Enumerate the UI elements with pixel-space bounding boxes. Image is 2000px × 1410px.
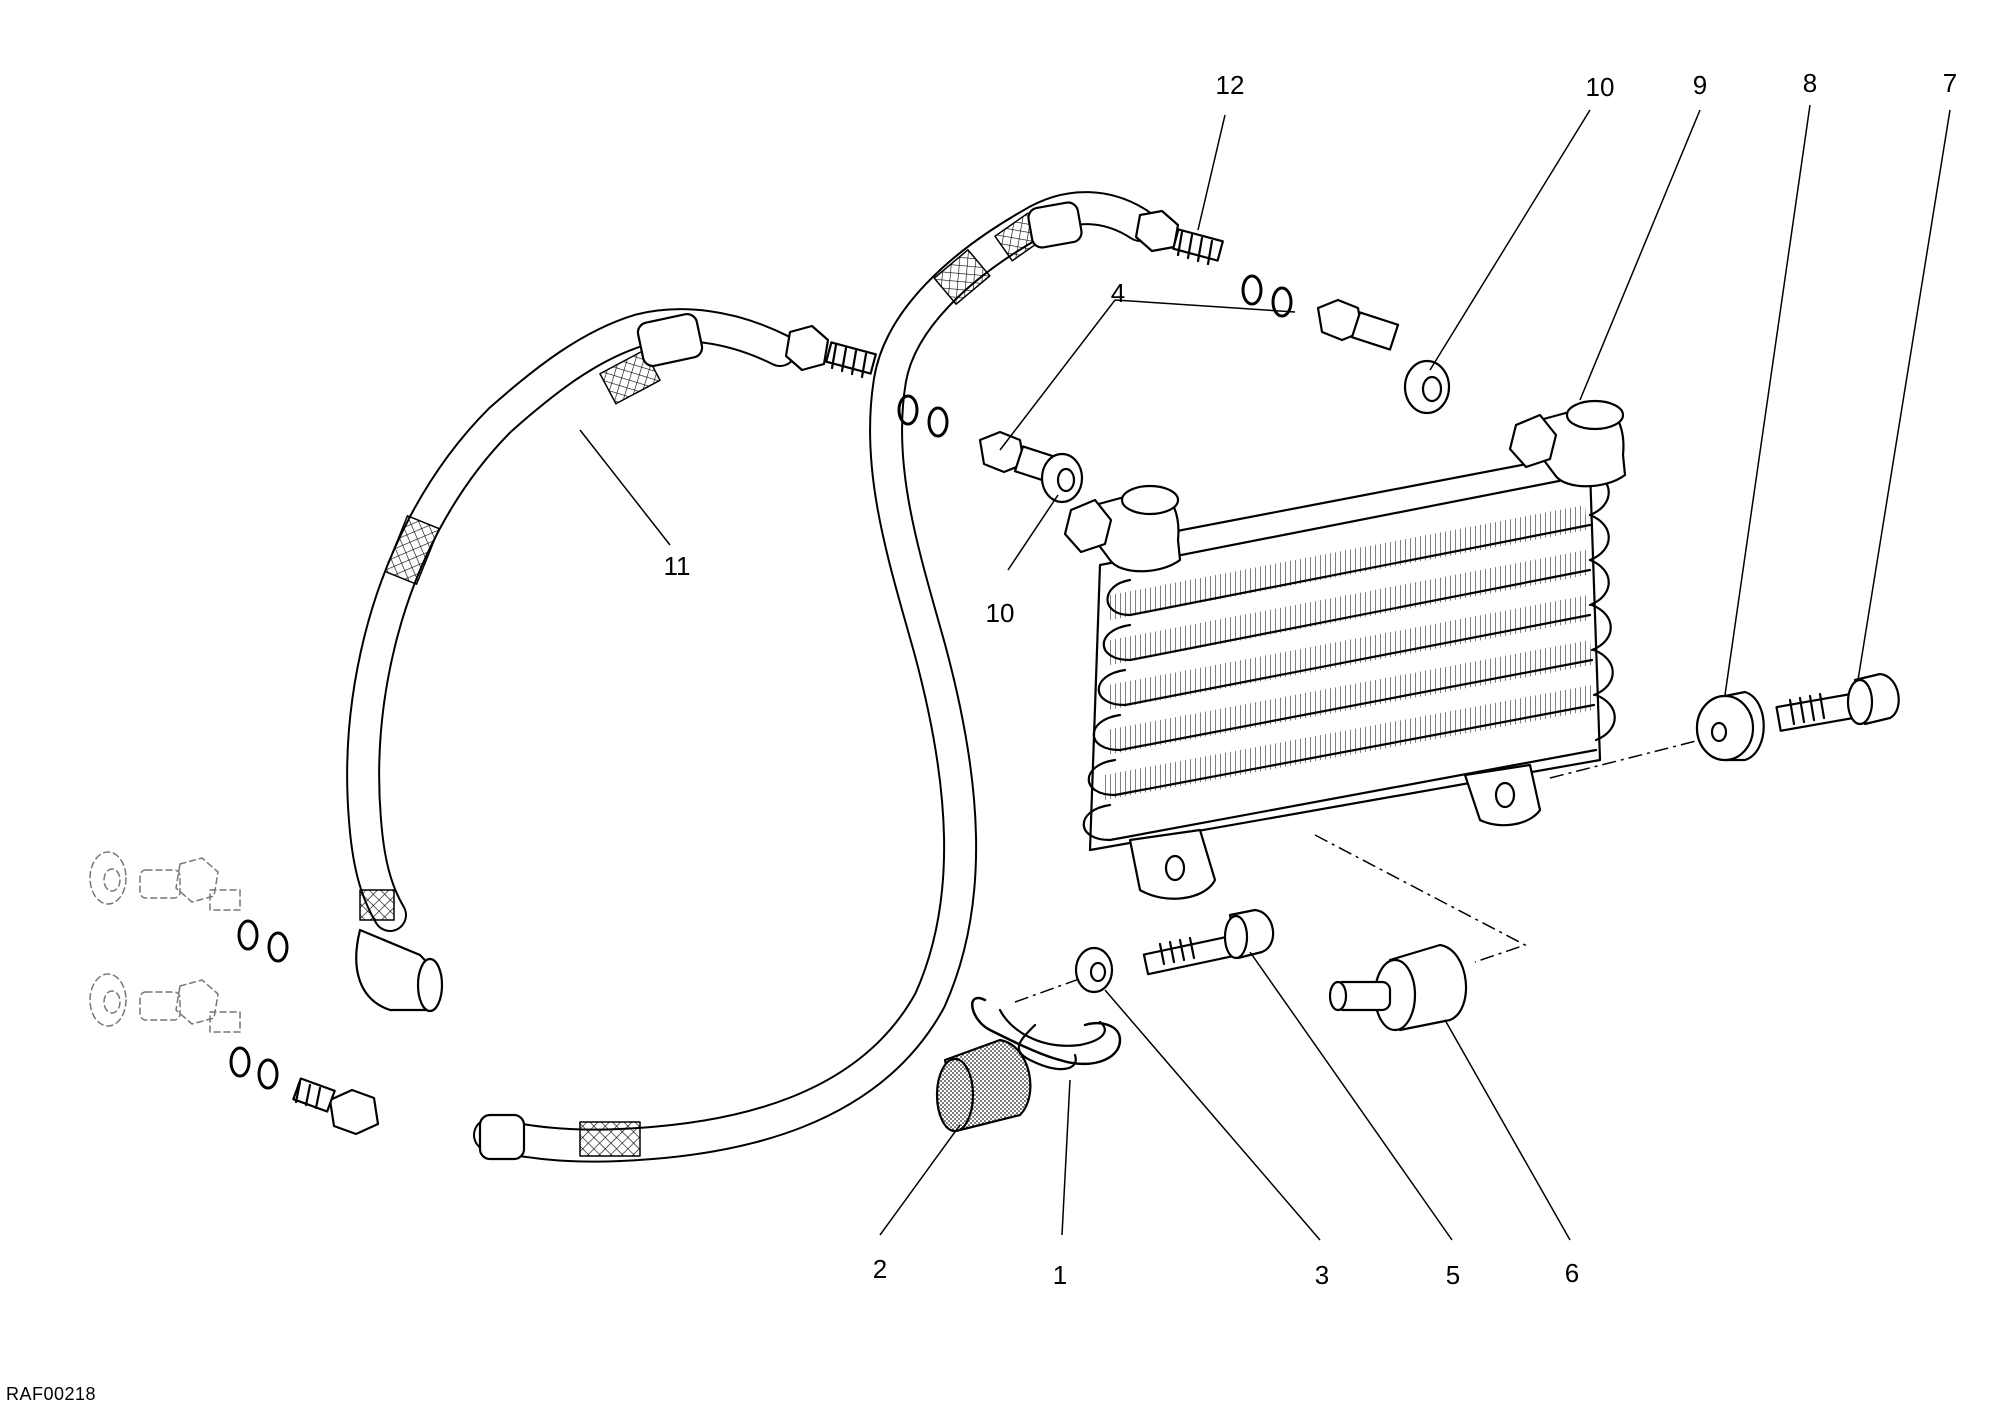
callout-3: 3: [1315, 1260, 1329, 1290]
oil-cooler-9: [1063, 399, 1627, 900]
oil-hose-12: [292, 191, 1224, 1163]
callout-8: 8: [1803, 68, 1817, 98]
assembly-lines: [1014, 739, 1701, 1003]
callout-7: 7: [1943, 68, 1957, 98]
washer-10-lower: [1040, 452, 1084, 504]
callout-4: 4: [1111, 278, 1125, 308]
callout-10-lower: 10: [986, 598, 1015, 628]
callout-labels: 12 10 9 8 7 4 11 10 2 1 3 5 6: [664, 68, 1958, 1290]
callout-11: 11: [664, 551, 691, 581]
adapter-fitting-4b: [978, 430, 1063, 485]
adapter-fitting-4a: [1316, 298, 1400, 351]
callout-9: 9: [1693, 70, 1707, 100]
rubber-bush-8: [1695, 690, 1765, 762]
callout-2: 2: [873, 1254, 887, 1284]
callout-1: 1: [1053, 1260, 1067, 1290]
screw-5: [1142, 908, 1275, 976]
callout-10-upper: 10: [1586, 72, 1615, 102]
engine-side-fittings: [89, 851, 241, 1033]
screw-7: [1775, 672, 1900, 732]
o-rings-upper: [897, 274, 1293, 438]
hose-clip-1: [971, 996, 1122, 1071]
callout-6: 6: [1565, 1258, 1579, 1288]
oil-hose-11: [346, 308, 877, 1013]
rubber-pad-2: [935, 1038, 1032, 1133]
drawing-reference-code: RAF00218: [6, 1384, 97, 1404]
callout-12: 12: [1216, 70, 1245, 100]
washer-10-upper: [1403, 359, 1451, 415]
o-rings-lower: [229, 919, 289, 1090]
washer-3: [1074, 946, 1114, 994]
spacer-6: [1328, 943, 1468, 1032]
leader-lines: [579, 104, 1951, 1241]
callout-5: 5: [1446, 1260, 1460, 1290]
